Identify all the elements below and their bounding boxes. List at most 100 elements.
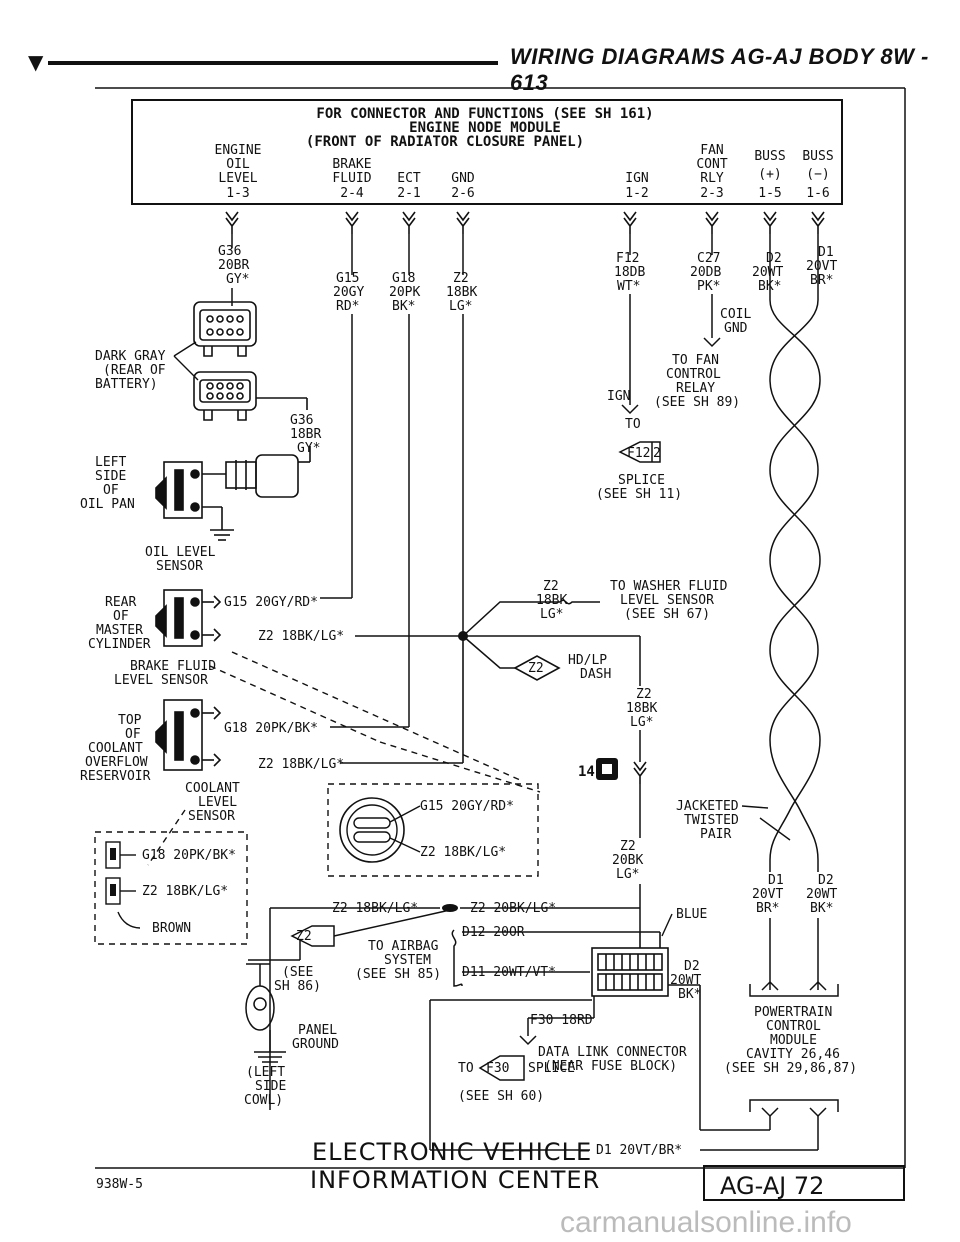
coolant-level-sensor bbox=[155, 636, 464, 771]
connector-14: 14 bbox=[578, 758, 618, 780]
wire-z2-top: Z2 18BK LG* bbox=[446, 271, 477, 314]
svg-text:D1: D1 bbox=[818, 245, 834, 260]
svg-text:OIL: OIL bbox=[226, 157, 250, 172]
svg-text:Z2: Z2 bbox=[620, 839, 636, 854]
svg-text:LG*: LG* bbox=[449, 299, 472, 314]
svg-text:18BK: 18BK bbox=[446, 285, 477, 300]
svg-text:(NEAR FUSE BLOCK): (NEAR FUSE BLOCK) bbox=[544, 1059, 677, 1074]
svg-text:SIDE: SIDE bbox=[95, 469, 126, 484]
svg-text:HD/LP: HD/LP bbox=[568, 653, 607, 668]
svg-text:RD*: RD* bbox=[336, 299, 359, 314]
svg-text:MODULE: MODULE bbox=[770, 1033, 817, 1048]
svg-text:OIL LEVEL: OIL LEVEL bbox=[145, 545, 216, 560]
dark-gray-label: DARK GRAY (REAR OF BATTERY) bbox=[95, 341, 199, 392]
svg-text:TO: TO bbox=[625, 417, 641, 432]
pin-1-3: 1-3 bbox=[226, 186, 249, 201]
engine-node-module: FOR CONNECTOR AND FUNCTIONS (SEE SH 161)… bbox=[131, 99, 843, 205]
svg-text:D1: D1 bbox=[768, 873, 784, 888]
master-cylinder-label: REAR OF MASTER CYLINDER bbox=[88, 595, 151, 652]
svg-text:DARK GRAY: DARK GRAY bbox=[95, 349, 166, 364]
svg-text:BATTERY): BATTERY) bbox=[95, 377, 158, 392]
svg-text:F12: F12 bbox=[616, 251, 639, 266]
coolant-sensor-label: COOLANT LEVEL SENSOR bbox=[185, 781, 240, 824]
oil-level-sensor-label: OIL LEVEL SENSOR bbox=[145, 545, 216, 574]
ground-splice-line bbox=[269, 884, 641, 1110]
wire-d1-top: D1 20VT BR* bbox=[806, 245, 837, 288]
pin-2-4: 2-4 bbox=[340, 186, 364, 201]
svg-text:TO WASHER FLUID: TO WASHER FLUID bbox=[610, 579, 728, 594]
svg-text:OF: OF bbox=[103, 483, 119, 498]
oil-level-sensor bbox=[155, 446, 311, 541]
splice-node: Z2 HD/LP DASH bbox=[458, 599, 611, 682]
svg-text:18BR: 18BR bbox=[290, 427, 321, 442]
svg-text:BUSS: BUSS bbox=[754, 149, 785, 164]
f30-splice-label: TO F30 SPLICE (SEE SH 60) bbox=[458, 1061, 575, 1104]
svg-text:G18 20PK/BK*: G18 20PK/BK* bbox=[142, 848, 236, 863]
svg-text:ECT: ECT bbox=[397, 171, 421, 186]
left-cowl-label: (LEFT SIDE COWL) bbox=[244, 1065, 286, 1108]
svg-text:LG*: LG* bbox=[630, 715, 653, 730]
svg-text:(SEE SH 67): (SEE SH 67) bbox=[624, 607, 710, 622]
svg-text:BRAKE FLUID: BRAKE FLUID bbox=[130, 659, 216, 674]
wire-d11-label: D11 20WT/VT* bbox=[462, 965, 556, 980]
wire-f30-label: F30 18RD bbox=[530, 1013, 593, 1028]
svg-text:RELAY: RELAY bbox=[676, 381, 715, 396]
module-location: (FRONT OF RADIATOR CLOSURE PANEL) bbox=[306, 134, 584, 150]
svg-text:18DB: 18DB bbox=[614, 265, 645, 280]
svg-text:GROUND: GROUND bbox=[292, 1037, 339, 1052]
svg-text:OVERFLOW: OVERFLOW bbox=[85, 755, 148, 770]
svg-text:OIL PAN: OIL PAN bbox=[80, 497, 135, 512]
svg-text:F30: F30 bbox=[486, 1061, 509, 1076]
svg-text:20VT: 20VT bbox=[752, 887, 783, 902]
washer-fluid-label: TO WASHER FLUID LEVEL SENSOR (SEE SH 67) bbox=[610, 579, 728, 622]
module-connector-terminals bbox=[225, 211, 825, 235]
pin-1-2: 1-2 bbox=[625, 186, 648, 201]
page-number: AG-AJ 72 bbox=[720, 1172, 824, 1200]
svg-text:DATA LINK CONNECTOR: DATA LINK CONNECTOR bbox=[538, 1045, 687, 1060]
ect-sensor-box: G15 20GY/RD* Z2 18BK/LG* bbox=[327, 783, 539, 877]
svg-text:OF: OF bbox=[125, 727, 141, 742]
svg-text:BK*: BK* bbox=[678, 987, 701, 1002]
brake-fluid-label: BRAKE FLUID LEVEL SENSOR bbox=[114, 659, 216, 688]
wire-f12: F12 18DB WT* bbox=[614, 251, 645, 294]
svg-text:CONTROL: CONTROL bbox=[766, 1019, 821, 1034]
svg-text:PK*: PK* bbox=[697, 279, 720, 294]
svg-text:Z2 18BK/LG*: Z2 18BK/LG* bbox=[142, 884, 228, 899]
wire-g15-label: G15 20GY/RD* bbox=[224, 595, 318, 610]
splice-point-z2 bbox=[442, 904, 458, 912]
svg-text:RESERVOIR: RESERVOIR bbox=[80, 769, 151, 784]
svg-text:IGN: IGN bbox=[607, 389, 630, 404]
svg-text:(+): (+) bbox=[758, 167, 781, 182]
module-name: ENGINE NODE MODULE bbox=[409, 120, 561, 136]
svg-text:C27: C27 bbox=[697, 251, 720, 266]
see-sh86-label: (SEE SH 86) bbox=[274, 965, 321, 994]
footer-line-2: INFORMATION CENTER bbox=[310, 1166, 600, 1194]
svg-text:BR*: BR* bbox=[810, 273, 833, 288]
oil-pan-label: LEFT SIDE OF OIL PAN bbox=[80, 455, 135, 512]
svg-text:SYSTEM: SYSTEM bbox=[384, 953, 431, 968]
svg-text:(SEE SH 29,86,87): (SEE SH 29,86,87) bbox=[724, 1061, 857, 1076]
svg-text:ENGINE: ENGINE bbox=[215, 143, 262, 158]
svg-text:(SEE: (SEE bbox=[282, 965, 313, 980]
svg-text:(−): (−) bbox=[806, 167, 829, 182]
wire-z2-mid: Z2 18BK LG* bbox=[536, 579, 567, 622]
svg-text:TO: TO bbox=[458, 1061, 474, 1076]
svg-text:BK*: BK* bbox=[810, 901, 833, 916]
svg-text:GND: GND bbox=[451, 171, 475, 186]
svg-text:JACKETED: JACKETED bbox=[676, 799, 739, 814]
svg-text:Z2 18BK/LG*: Z2 18BK/LG* bbox=[420, 845, 506, 860]
svg-text:Z2: Z2 bbox=[636, 687, 652, 702]
svg-text:2: 2 bbox=[653, 446, 661, 461]
fan-relay-label: TO FAN CONTROL RELAY (SEE SH 89) IGN TO bbox=[607, 353, 740, 432]
wire-d12-label: D12 20OR bbox=[462, 925, 525, 940]
svg-text:20PK: 20PK bbox=[389, 285, 420, 300]
pin-2-6: 2-6 bbox=[451, 186, 474, 201]
svg-text:GY*: GY* bbox=[226, 272, 249, 287]
f30-wire bbox=[429, 996, 595, 1150]
svg-text:FLUID: FLUID bbox=[332, 171, 371, 186]
svg-text:SENSOR: SENSOR bbox=[188, 809, 235, 824]
svg-text:WT*: WT* bbox=[617, 279, 640, 294]
ground-splice-z2 bbox=[245, 909, 451, 1063]
module-wires bbox=[231, 234, 721, 727]
svg-text:18BK: 18BK bbox=[536, 593, 567, 608]
